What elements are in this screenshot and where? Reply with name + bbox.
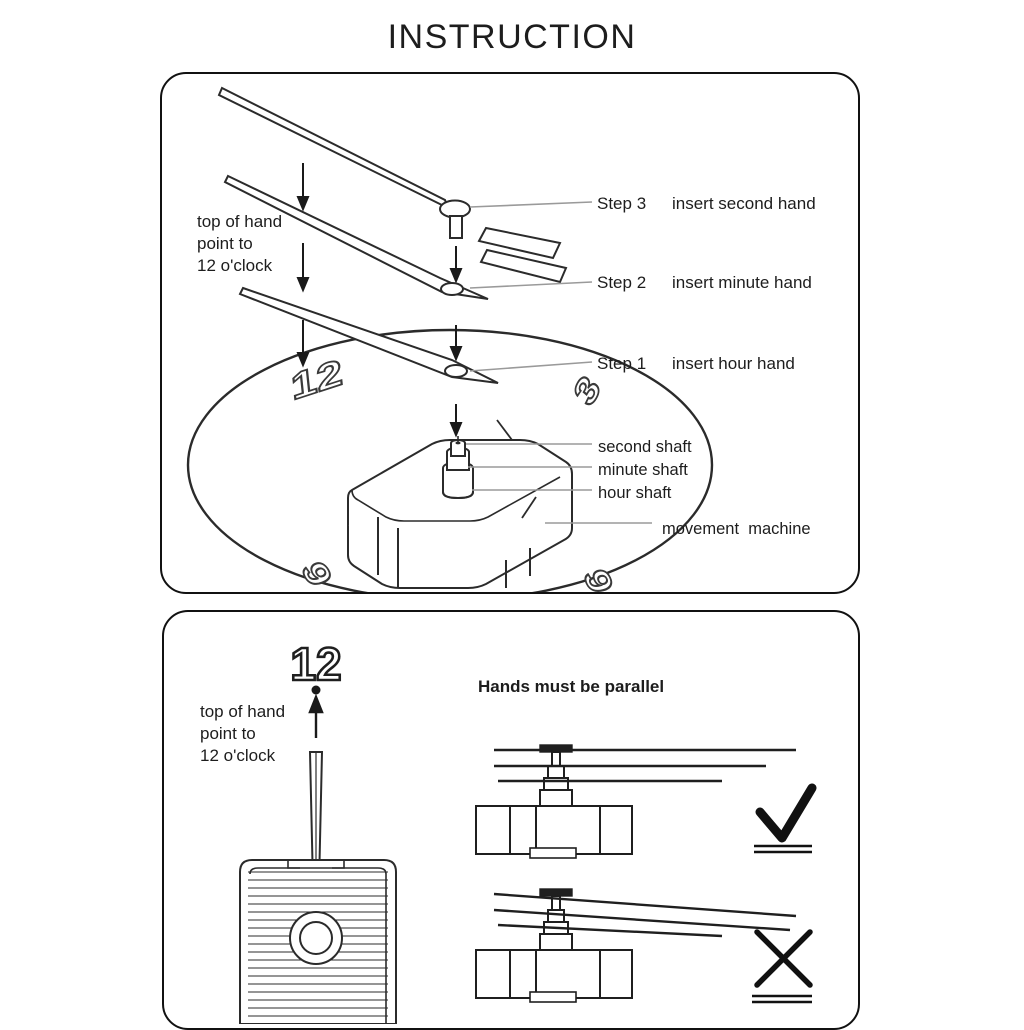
top-hand-note-line-2: point to xyxy=(197,233,253,253)
minute-shaft-label: minute shaft xyxy=(598,461,688,479)
bottom-hand-note-line-1: top of hand xyxy=(200,702,286,721)
top-hand-note-line-1: top of hand xyxy=(197,212,283,231)
step-1-number: Step 1 xyxy=(597,354,647,373)
second-shaft-label: second shaft xyxy=(598,438,692,456)
page-title: INSTRUCTION xyxy=(387,18,637,56)
assembly-steps-panel xyxy=(160,72,860,594)
step-2-number: Step 2 xyxy=(597,273,647,292)
parallel-note: Hands must be parallel xyxy=(478,677,665,696)
top-hand-note-line-3: 12 o'clock xyxy=(197,255,273,275)
step-1-text: insert hour hand xyxy=(672,354,795,373)
alignment-check-panel xyxy=(162,610,860,1030)
movement-machine-label: movement machine xyxy=(662,520,811,538)
bottom-hand-note-line-3: 12 o'clock xyxy=(200,745,276,765)
step-3-number: Step 3 xyxy=(597,194,647,213)
hour-shaft-label: hour shaft xyxy=(598,484,672,502)
step-2-text: insert minute hand xyxy=(672,273,812,292)
step-3-text: insert second hand xyxy=(672,194,816,213)
bottom-hand-note-line-2: point to xyxy=(200,723,256,743)
